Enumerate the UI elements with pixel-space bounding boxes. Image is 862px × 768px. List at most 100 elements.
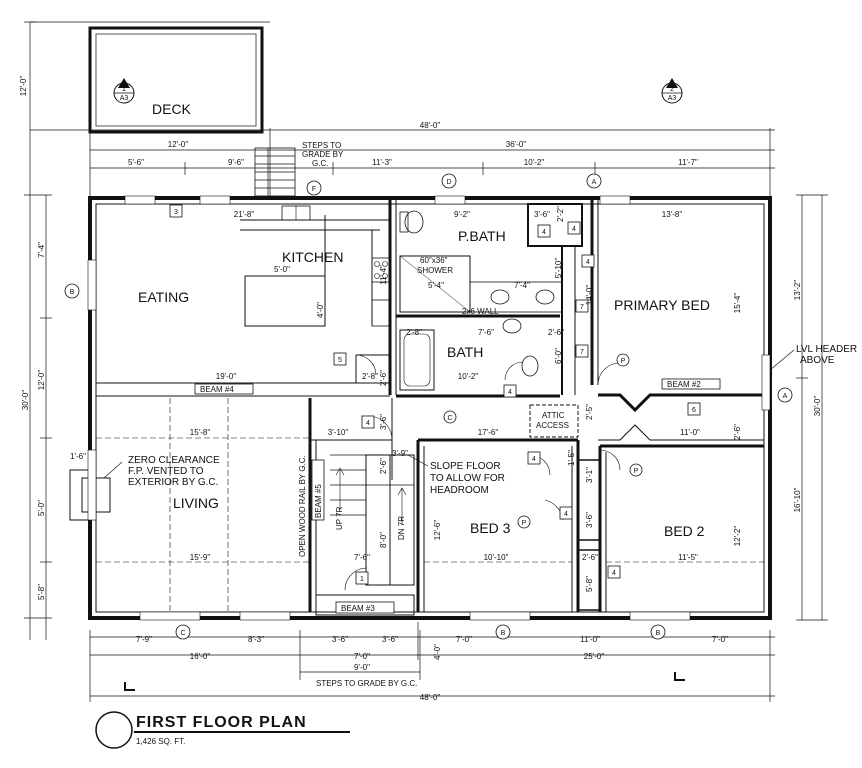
room-kitchen: KITCHEN: [282, 249, 343, 265]
beam-2: BEAM #2: [667, 380, 701, 389]
dim-80: 8'-0": [379, 532, 388, 548]
dim-kit-114: 11'-4": [379, 265, 388, 285]
dim-overall-top: 48'-0": [420, 121, 441, 130]
dim-right-1610: 16'-10": [793, 487, 802, 512]
window-tag-4d: 4: [366, 420, 370, 427]
dim-122: 12'-2": [733, 526, 742, 547]
window-tag-1: 1: [360, 576, 364, 583]
dim-island-h: 4'-0": [316, 302, 325, 318]
dim-15: 1'-5": [567, 450, 576, 466]
window-tag-4a: 4: [542, 229, 546, 236]
dim-t5: 11'-7": [678, 158, 698, 167]
dim-bath-60: 6'-0": [554, 348, 563, 364]
room-eating: EATING: [138, 289, 189, 305]
window-tag-labels: 3 4 4 7 7 5 4 4 4 4 4 1 6 4: [174, 209, 696, 583]
dim-living-158: 15'-8": [190, 428, 211, 437]
dim-b6: 11'-0": [580, 635, 600, 644]
shower-1: 60"x36": [420, 256, 448, 265]
dim-kitchen-w: 21'-8": [234, 210, 255, 219]
section-marker-1-num: 1: [122, 86, 126, 93]
section-marker-2-num: 2: [670, 86, 674, 93]
grid-tag-f: F: [312, 186, 316, 193]
slope-floor-2: TO ALLOW FOR: [430, 473, 505, 484]
window-tag-4b: 4: [572, 226, 576, 233]
dim-b-90: 9'-0": [354, 663, 370, 672]
dim-left-74: 7'-4": [37, 242, 46, 258]
grid-tag-p-2: P: [634, 468, 639, 475]
dim-26s: 2'-6": [379, 458, 388, 474]
window-tags: [169, 204, 701, 585]
dim-closet-w: 3'-6": [534, 210, 550, 219]
zero-clearance-1: ZERO CLEARANCE: [128, 455, 220, 466]
dim-left-120: 12'-0": [37, 370, 46, 391]
zero-clearance-3: EXTERIOR BY G.C.: [128, 477, 218, 488]
steps-bottom: STEPS TO GRADE BY G.C.: [316, 679, 417, 688]
dim-deck-width: 12'-0": [168, 140, 189, 149]
dim-t2: 9'-6": [228, 158, 244, 167]
dim-shower-w: 5'-4": [428, 281, 444, 290]
room-bath: BATH: [447, 344, 483, 360]
dim-left-58: 5'-8": [37, 584, 46, 600]
plan-title: FIRST FLOOR PLAN: [136, 714, 307, 731]
title-block: FIRST FLOOR PLAN 1,426 SQ. FT.: [95, 711, 350, 749]
dim-16: 1'-6": [70, 452, 86, 461]
dimension-lines-sides: [24, 21, 828, 640]
dim-left-50: 5'-0": [37, 500, 46, 516]
dim-t4: 10'-2": [524, 158, 545, 167]
window-tag-3: 3: [174, 209, 178, 216]
window-tag-4g: 4: [612, 570, 616, 577]
dim-25: 2'-5": [585, 404, 594, 420]
dim-310: 3'-10": [328, 428, 349, 437]
dim-pbath-w: 9'-2": [454, 210, 470, 219]
dim-bath-76: 7'-6": [478, 328, 494, 337]
dim-bath-26: 2'-6": [548, 328, 564, 337]
dim-154: 15'-4": [733, 293, 742, 314]
room-deck: DECK: [152, 101, 192, 117]
section-marker-1[interactable]: 1 A3: [113, 78, 135, 104]
grid-tag-a-right: A: [783, 393, 788, 400]
dim-126: 12'-6": [433, 520, 442, 541]
room-pbath: P.BATH: [458, 228, 506, 244]
beam-3: BEAM #3: [341, 604, 375, 613]
wall-note: 2x6 WALL: [462, 307, 499, 316]
dim-b7: 7'-0": [712, 635, 728, 644]
window-tag-6: 6: [692, 407, 696, 414]
zero-clearance-2: F.P. VENTED TO: [128, 466, 204, 477]
grid-tag-p-1: P: [621, 358, 626, 365]
grid-tag-c: C: [180, 630, 185, 637]
plan-area: 1,426 SQ. FT.: [136, 737, 185, 746]
dim-58b: 5'-8": [585, 576, 594, 592]
lvl-header-1: LVL HEADER: [796, 344, 857, 355]
dim-bath-102: 10'-2": [458, 372, 479, 381]
dim-bath-28b: 2'-8": [362, 372, 378, 381]
window-tag-4f: 4: [564, 511, 568, 518]
dim-140: 14'-0": [585, 285, 594, 306]
stair-up: UP 7R: [335, 506, 344, 530]
deck: [88, 26, 296, 197]
dim-stair-76: 7'-6": [354, 553, 370, 562]
room-labels: DECK KITCHEN EATING P.BATH BATH PRIMARY …: [138, 101, 710, 539]
window-tag-7a: 7: [580, 304, 584, 311]
room-bed2: BED 2: [664, 523, 705, 539]
steps-top-3: G.C.: [312, 159, 328, 168]
stair-dn: DN 7R: [397, 516, 406, 540]
dim-26r: 2'-6": [733, 424, 742, 440]
slope-floor-1: SLOPE FLOOR: [430, 461, 501, 472]
shower-2: SHOWER: [417, 266, 453, 275]
section-marker-2-sheet: A3: [668, 95, 677, 102]
room-bed3: BED 3: [470, 520, 511, 536]
dim-b5: 7'-0": [456, 635, 472, 644]
section-marker-2[interactable]: 2 A3: [661, 78, 683, 104]
grid-tag-b-left: B: [70, 289, 75, 296]
dashed-beam-lines: [96, 398, 764, 612]
dim-b-250: 25'-0": [584, 652, 605, 661]
window-tag-7b: 7: [580, 349, 584, 356]
dim-110: 11'-0": [680, 428, 700, 437]
dim-house-top: 36'-0": [506, 140, 527, 149]
attic-access-line-2: ACCESS: [536, 421, 569, 430]
dimension-lines-bottom: [89, 622, 775, 702]
grid-tag-c-hall: C: [447, 415, 452, 422]
dim-bath-26v: 2'-6": [379, 370, 388, 386]
dim-right-300: 30'-0": [813, 396, 822, 417]
